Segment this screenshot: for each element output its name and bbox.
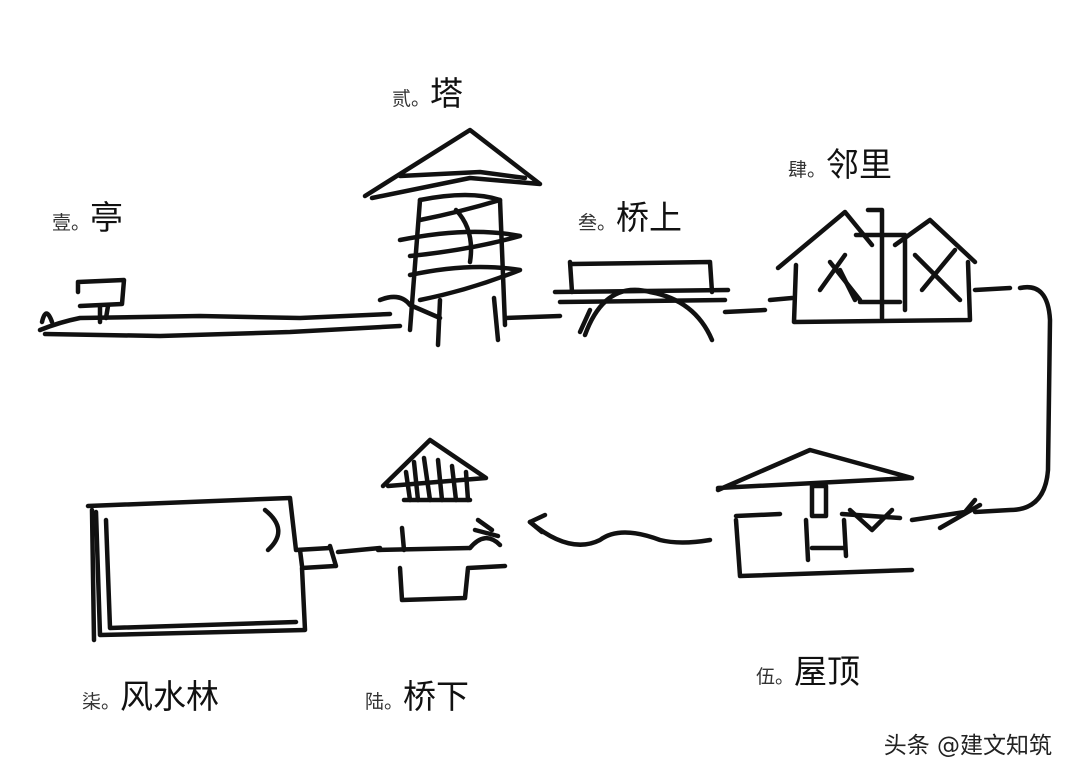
label-roof: 伍。屋顶 (756, 655, 860, 688)
neighborhood-sketch (767, 207, 1013, 325)
label-separator: 。 (807, 159, 827, 181)
label-separator: 。 (411, 88, 431, 110)
route-connector-right (972, 284, 1053, 515)
label-bridge-top: 叁。桥上 (578, 201, 682, 234)
label-separator: 。 (101, 691, 121, 713)
route-connector-middle (527, 512, 713, 547)
label-pavilion-name: 亭 (90, 198, 124, 237)
tower-sketch (362, 127, 563, 348)
label-roof-number: 伍 (756, 666, 776, 688)
label-under-bridge-number: 陆 (365, 691, 385, 713)
label-neighborhood-name: 邻里 (826, 145, 893, 184)
under-bridge-sketch (375, 437, 508, 603)
label-tower: 贰。塔 (392, 77, 463, 110)
label-fengshui-forest-name: 风水林 (120, 677, 220, 716)
label-neighborhood-number: 肆 (788, 159, 808, 181)
label-fengshui-forest-number: 柒 (82, 691, 102, 713)
label-tower-number: 贰 (392, 88, 412, 110)
label-neighborhood: 肆。邻里 (788, 148, 892, 181)
label-tower-name: 塔 (430, 74, 464, 113)
label-separator: 。 (71, 212, 91, 234)
pavilion-sketch (37, 277, 403, 339)
label-under-bridge: 陆。桥下 (365, 680, 469, 713)
label-separator: 。 (597, 212, 617, 234)
roof-sketch (715, 447, 983, 579)
label-bridge-top-name: 桥上 (616, 198, 683, 237)
bridge-top-sketch (552, 259, 768, 343)
label-roof-name: 屋顶 (794, 652, 861, 691)
label-pavilion-number: 壹 (52, 212, 72, 234)
label-bridge-top-number: 叁 (578, 212, 598, 234)
label-pavilion: 壹。亭 (52, 201, 123, 234)
label-under-bridge-name: 桥下 (403, 677, 470, 716)
label-separator: 。 (384, 691, 404, 713)
label-fengshui-forest: 柒。风水林 (82, 680, 219, 713)
watermark: 头条 @建文知筑 (883, 733, 1052, 759)
label-separator: 。 (775, 666, 795, 688)
fengshui-forest-sketch (85, 495, 383, 643)
